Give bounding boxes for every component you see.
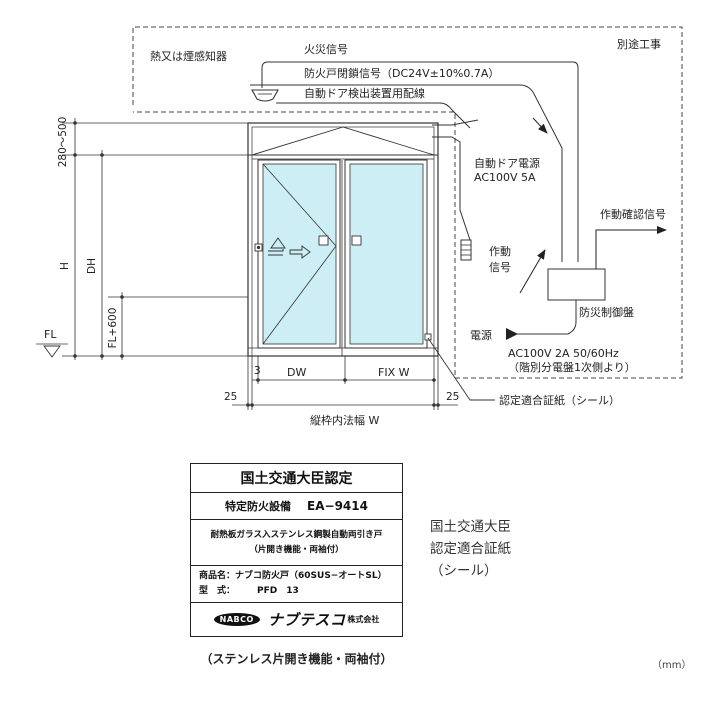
panel-label: 防災制御盤 [579, 305, 634, 319]
door-elevation [247, 122, 439, 357]
separate-work-boundary [132, 26, 683, 379]
seal-model-label: 型 式： [199, 586, 236, 596]
lock-handle-icon [254, 243, 263, 252]
confirm-signal-label: 作動確認信号 [600, 207, 666, 221]
dim-dh: DH [86, 258, 98, 274]
door-sign-icon [268, 249, 284, 256]
seal-note: 国土交通大臣 認定適合証紙 （シール） [430, 516, 511, 582]
power-arrow-icon [506, 328, 518, 340]
door-wiring-label: 自動ドア検出装置用配線 [304, 86, 425, 100]
activation-signal-label-2: 信号 [489, 261, 511, 274]
seal-note-line: 国土交通大臣 [430, 519, 511, 535]
seal-desc-line1: 耐熱板ガラス入ステンレス鋼製自動両引き戸 [210, 529, 383, 540]
door-sensor-wire-end [432, 119, 479, 126]
fire-control-panel [547, 268, 606, 301]
seal-note-line: 認定適合証紙 [430, 541, 511, 557]
door-power-label-2: AC100V 5A [474, 171, 536, 184]
separate-work-label: 別途工事 [617, 37, 661, 51]
bottom-ticks [246, 378, 440, 407]
dim-inner-width: 縦枠内法幅 W [310, 413, 379, 427]
power-label: 電源 [470, 328, 492, 342]
seal-description: 耐熱板ガラス入ステンレス鋼製自動両引き戸 （片開き機能・両袖付） [191, 520, 402, 566]
detector-icon [251, 89, 279, 102]
seal-position-icon [424, 333, 432, 341]
ac-spec-label-1: AC100V 2A 50/60Hz [508, 347, 619, 360]
close-signal-arrow [532, 117, 548, 134]
door-power-label-1: 自動ドア電源 [474, 156, 540, 170]
dim-h: H [59, 262, 71, 270]
dimension-ticks [73, 121, 124, 358]
ac-spec-label-2: （階別分電盤1次側より） [508, 360, 636, 374]
seal-equip: 特定防火設備 [225, 500, 292, 513]
activation-signal-arrow [519, 249, 546, 294]
close-signal-label: 防火戸閉鎖信号（DC24V±10%0.7A） [304, 66, 499, 80]
dim-left-25: 25 [224, 391, 237, 403]
nabco-logo: NABCO [213, 613, 260, 626]
bottom-dimensions [232, 356, 458, 410]
seal-equip-row: 特定防火設備 EA−9414 [191, 493, 402, 520]
seal-desc-line2: （片開き機能・両袖付） [249, 544, 344, 555]
nabtesco-logo: ナブテスコ [267, 611, 346, 629]
dim-dw: DW [287, 366, 306, 379]
seal-product-info: 商品名：ナブコ防火戸（60SUS−オートSL） 型 式： PFD 13 [191, 566, 402, 603]
sensor-square-icon [351, 235, 362, 246]
panel-power-wire [516, 300, 577, 335]
seal-product-label: 商品名： [199, 571, 236, 581]
dim-fixw: FIX W [378, 366, 410, 379]
dim-top-range: 280～500 [57, 117, 69, 168]
nabtesco-kk: 株式会社 [347, 615, 380, 624]
unit-note: （mm） [652, 660, 692, 671]
activation-signal-label-1: 作動 [489, 244, 511, 258]
seal-note-line: （シール） [430, 563, 498, 579]
detector-label: 熱又は煙感知器 [150, 49, 227, 63]
seal-product-value: ナブコ防火戸（60SUS−オートSL） [235, 571, 387, 581]
seal-callout-label: 認定適合証紙（シール） [499, 393, 620, 407]
seal-model-value: PFD 13 [257, 586, 299, 596]
seal-number: EA−9414 [307, 499, 368, 513]
actuator-icon [460, 239, 472, 261]
close-signal-wire [250, 84, 563, 262]
left-dimensions [62, 118, 248, 360]
fire-signal-wire [261, 61, 579, 262]
fire-signal-label: 火災信号 [304, 43, 348, 56]
confirm-signal-wire [595, 226, 667, 269]
dim-fl: FL [44, 328, 57, 341]
seal-caption: （ステンレス片開き機能・両袖付） [200, 652, 393, 666]
seal-callout-leader [427, 337, 495, 401]
certification-seal: 国土交通大臣認定 特定防火設備 EA−9414 耐熱板ガラス入ステンレス鋼製自動… [190, 463, 403, 637]
seal-logo-row: NABCO ナブテスコ 株式会社 [191, 603, 402, 636]
fl-triangle-icon [43, 345, 61, 358]
dim-fl600: FL+600 [107, 308, 119, 349]
slide-direction-arrow-icon [289, 245, 311, 259]
sensor-square-icon [318, 235, 329, 246]
dim-three: 3 [254, 365, 261, 377]
seal-title: 国土交通大臣認定 [191, 464, 402, 493]
dim-right-25: 25 [446, 391, 459, 403]
door-power-wire [432, 136, 471, 241]
warning-triangle-icon [270, 237, 286, 249]
door-sensor-wire [276, 102, 471, 129]
